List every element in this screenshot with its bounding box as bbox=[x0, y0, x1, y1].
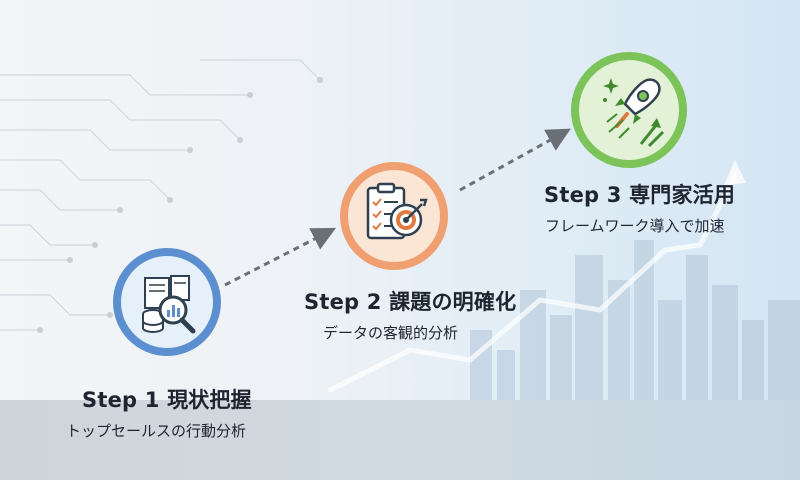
step-3-subtitle: フレームワーク導入で加速 bbox=[545, 217, 725, 235]
trend-line bbox=[327, 172, 738, 393]
connector-arrow-1 bbox=[224, 227, 337, 287]
step-3-circle bbox=[571, 52, 687, 168]
bottom-band bbox=[0, 400, 800, 480]
step-2-title: Step 2 課題の明確化 bbox=[304, 290, 517, 314]
connector-arrow-2 bbox=[459, 128, 571, 192]
circuit-nodes bbox=[37, 77, 323, 333]
step-1-subtitle: トップセールスの行動分析 bbox=[66, 422, 247, 440]
data-analysis-magnifier-icon bbox=[142, 275, 196, 334]
step-2-subtitle: データの客観的分析 bbox=[323, 324, 459, 342]
rocket-launch-icon bbox=[603, 78, 665, 148]
circuit-lines bbox=[0, 59, 321, 331]
step-3-title: Step 3 専門家活用 bbox=[544, 183, 736, 207]
trend-arrowhead bbox=[724, 160, 746, 185]
step-1-title: Step 1 現状把握 bbox=[82, 388, 252, 412]
step-1-circle bbox=[113, 248, 221, 356]
checklist-target-icon bbox=[366, 182, 428, 240]
step-2-circle bbox=[340, 162, 448, 270]
